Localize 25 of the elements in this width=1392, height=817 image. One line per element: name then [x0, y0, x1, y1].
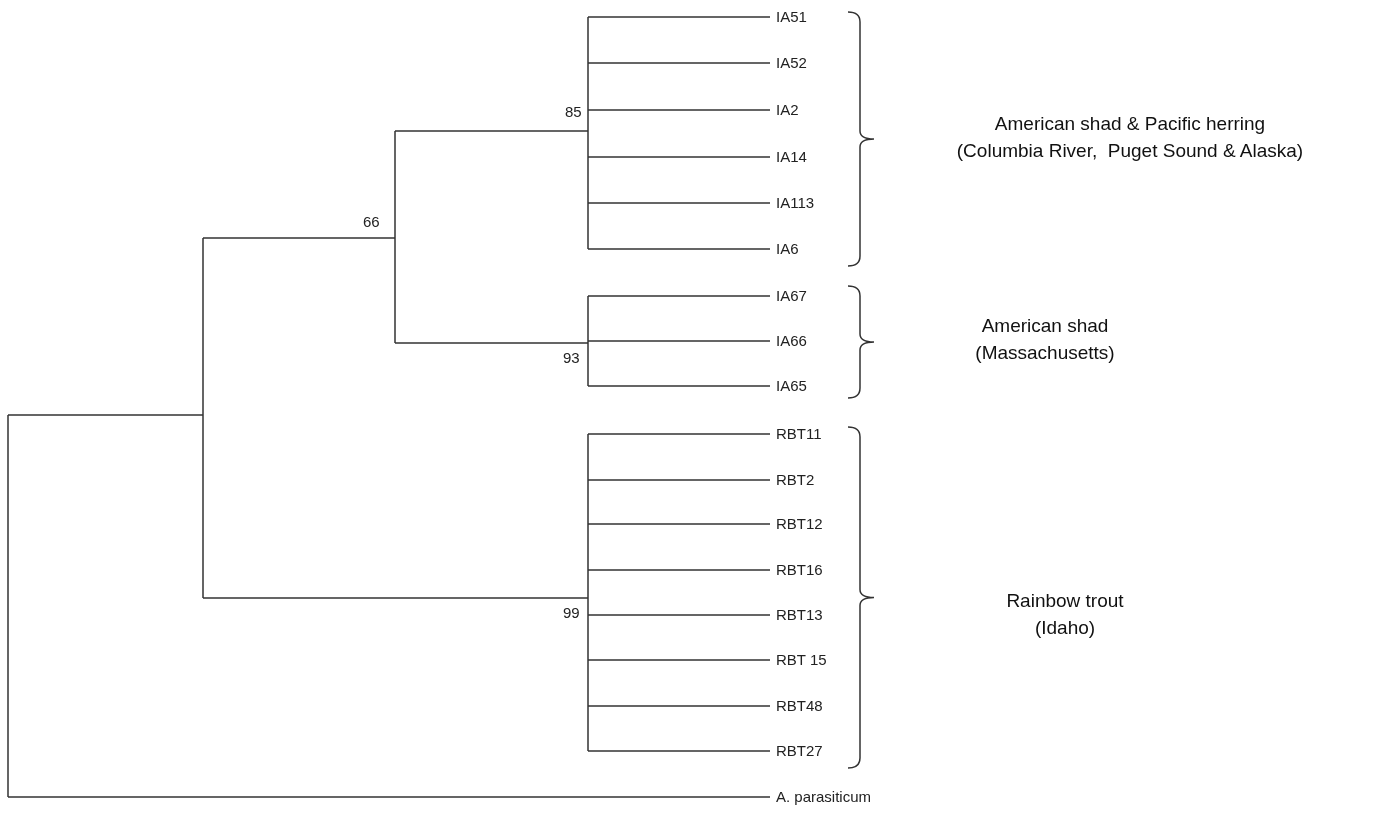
support-value: 85 — [565, 103, 582, 121]
leaf-label: RBT 15 — [776, 651, 827, 669]
leaf-label: RBT12 — [776, 515, 823, 533]
leaf-label: IA52 — [776, 54, 807, 72]
clade-label: Rainbow trout (Idaho) — [1005, 589, 1125, 640]
leaf-label: RBT11 — [776, 425, 822, 443]
leaf-label: IA51 — [776, 8, 807, 26]
support-value: 66 — [363, 213, 380, 231]
leaf-label: IA2 — [776, 101, 799, 119]
leaf-label: IA67 — [776, 287, 807, 305]
leaf-label: IA66 — [776, 332, 807, 350]
leaf-label: IA14 — [776, 148, 807, 166]
clade-label: American shad (Massachusetts) — [974, 314, 1116, 365]
leaf-label: IA6 — [776, 240, 799, 258]
clade-label: American shad & Pacific herring (Columbia River, Puget Sound & Alaska) — [955, 112, 1305, 163]
leaf-label: A. parasiticum — [776, 788, 872, 806]
leaf-label: RBT48 — [776, 697, 823, 715]
leaf-label: IA113 — [776, 194, 815, 212]
support-value: 93 — [563, 349, 580, 367]
leaf-label: RBT13 — [776, 606, 823, 624]
support-value: 99 — [563, 604, 580, 622]
leaf-label: RBT2 — [776, 471, 815, 489]
leaf-label: IA65 — [776, 377, 807, 395]
leaf-label: RBT16 — [776, 561, 823, 579]
leaf-label: RBT27 — [776, 742, 823, 760]
